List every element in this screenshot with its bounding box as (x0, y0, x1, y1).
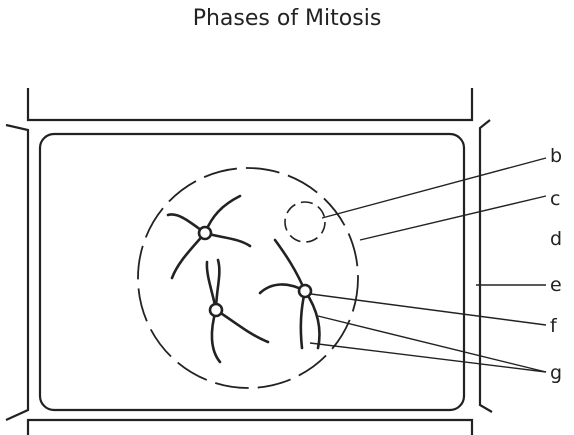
chromosome-upper-left (168, 196, 250, 278)
label-b: b (550, 145, 562, 167)
chromosome-lower-left (207, 260, 268, 362)
chromosome-right (260, 240, 319, 348)
cell-membrane (40, 134, 464, 410)
label-e: e (550, 274, 562, 296)
label-f: f (550, 315, 558, 337)
nucleolus (285, 202, 325, 242)
label-g: g (550, 362, 562, 384)
neighbor-cell-walls (6, 88, 492, 435)
label-c: c (550, 188, 560, 210)
leader-lines (310, 158, 546, 372)
label-d: d (550, 228, 562, 250)
